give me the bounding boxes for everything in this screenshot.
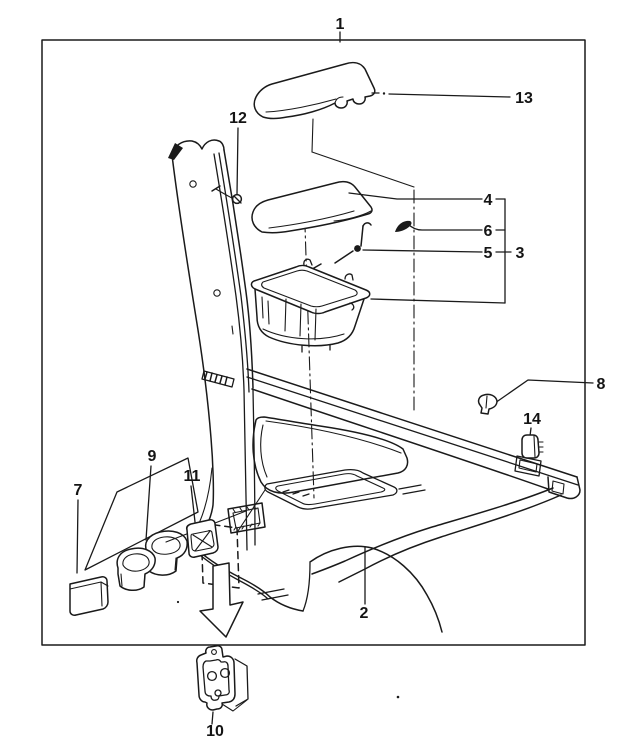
cup-group-9	[84, 457, 199, 591]
clip-14	[521, 427, 544, 459]
leader-6	[407, 223, 483, 231]
callout-label-9: 9	[148, 448, 157, 465]
clip-8	[477, 379, 594, 415]
callout-label-1: 1	[336, 16, 345, 33]
bezel-hole	[227, 502, 266, 534]
pillar-screw-hole-lower	[213, 289, 221, 297]
storage-pocket	[264, 468, 398, 510]
cover-lid-13	[253, 61, 511, 120]
callout-label-13: 13	[515, 90, 533, 107]
hinge-pin-5	[306, 222, 506, 273]
callout-label-10: 10	[206, 723, 224, 740]
callout-label-2: 2	[360, 605, 369, 622]
leader-9	[145, 465, 152, 541]
callout-label-3: 3	[516, 245, 525, 262]
callout-label-12: 12	[229, 110, 247, 127]
leader-7	[76, 499, 79, 574]
callout-labels: 1 2 3 4 5 6 7 8 9 10 11 12 13 14	[74, 16, 606, 740]
socket-housing-10	[196, 645, 249, 725]
callout-label-5: 5	[484, 245, 493, 262]
callout-label-6: 6	[484, 223, 493, 240]
cup-rear	[144, 530, 188, 576]
pillar-screw-hole-upper	[189, 180, 197, 188]
ashtray-body-3	[250, 258, 371, 353]
armrest-recess	[252, 416, 409, 494]
projection-lines	[303, 118, 415, 499]
pillar-top-tip	[168, 143, 183, 160]
cap-7	[69, 499, 109, 616]
leader-5	[362, 249, 483, 253]
down-arrow-icon	[199, 562, 244, 638]
bezel-11	[165, 485, 247, 558]
leader-11	[190, 485, 196, 523]
leader-10	[211, 711, 214, 725]
grille-vent	[201, 370, 235, 388]
diagram-frame	[41, 31, 586, 646]
callout-label-4: 4	[484, 192, 493, 209]
callout-bracket-3	[348, 192, 512, 304]
quarter-trim-panel-2	[176, 368, 581, 633]
ashtray-lid-4	[251, 180, 373, 234]
projection-plane	[84, 457, 199, 571]
spring-clip-6	[395, 220, 506, 232]
callout-label-8: 8	[597, 376, 606, 393]
leader-8	[494, 379, 594, 404]
callout-label-14: 14	[523, 411, 541, 428]
leader-12	[236, 127, 239, 195]
phantom-outline	[200, 522, 240, 589]
leader-4	[348, 192, 483, 200]
cup-front	[116, 547, 156, 591]
pillar-trim	[168, 139, 256, 551]
screw-12	[215, 127, 243, 205]
callout-label-7: 7	[74, 482, 83, 499]
callout-label-11: 11	[184, 468, 201, 485]
